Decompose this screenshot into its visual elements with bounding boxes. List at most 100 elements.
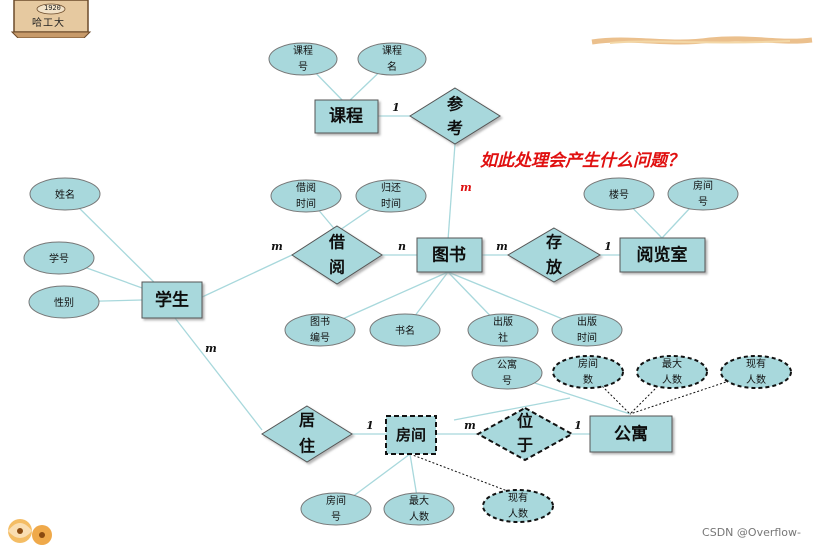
attribute-label-line1: 最大 <box>409 494 429 507</box>
attribute-apartment-no: 公寓 号 <box>471 356 543 390</box>
attribute-label-line1: 公寓 <box>497 358 517 371</box>
attribute-label-line1: 现有 <box>746 357 766 370</box>
attribute-label-line1: 最大 <box>662 357 682 370</box>
line-student-live <box>174 317 263 431</box>
attribute-label-line1: 姓名 <box>55 188 75 201</box>
entity-label: 课程 <box>329 107 363 127</box>
line-student-name <box>64 193 171 299</box>
attribute-room-current: 现有 人数 <box>482 489 554 523</box>
relationship-borrow: 借 阅 <box>291 225 383 285</box>
line-room-current <box>409 453 519 496</box>
line-student-borrow <box>199 254 293 299</box>
attribute-label-line1: 图书 <box>310 316 330 328</box>
attribute-label-line2: 数 <box>583 373 593 386</box>
attribute-pub-time: 出版 时间 <box>551 313 623 347</box>
attribute-label-line2: 时间 <box>577 331 597 344</box>
relationship-label-line2: 放 <box>545 258 563 277</box>
attribute-label-line2: 号 <box>298 61 308 73</box>
relationship-label-line2: 阅 <box>329 258 345 277</box>
entity-course: 课程 <box>314 99 379 134</box>
attribute-label-line1: 房间 <box>578 357 598 370</box>
cardinality-live-room: 1 <box>366 419 374 432</box>
attribute-room-no: 房间 号 <box>300 492 372 526</box>
relationship-label-line2: 住 <box>299 437 315 456</box>
relationship-label-line1: 位 <box>517 412 533 431</box>
cardinality-room-locate: m <box>464 419 476 432</box>
cardinality-store-readingroom: 1 <box>604 240 612 253</box>
relationship-label-line1: 存 <box>546 233 562 252</box>
attribute-room-no-readingroom: 房间 号 <box>667 177 739 211</box>
attribute-return-time: 归还 时间 <box>355 179 427 213</box>
attribute-student-no: 学号 <box>23 241 95 275</box>
attribute-label-line2: 社 <box>498 331 508 344</box>
attribute-label-line1: 课程 <box>293 45 313 57</box>
entity-label: 图书 <box>432 246 466 266</box>
logo-text: 哈工大 <box>32 18 65 29</box>
attribute-label-line1: 学号 <box>49 252 69 265</box>
entity-label: 房间 <box>396 426 426 444</box>
attribute-label-line2: 人数 <box>746 373 766 386</box>
attribute-publisher: 出版 社 <box>467 313 539 347</box>
attribute-apartment-current: 现有 人数 <box>720 355 792 389</box>
attribute-label-line1: 性别 <box>54 296 74 309</box>
entity-readingroom: 阅览室 <box>619 237 706 273</box>
watermark: CSDN @Overflow- <box>702 526 801 539</box>
relationship-label-line2: 于 <box>517 436 533 455</box>
attribute-course-no: 课程 号 <box>268 42 338 76</box>
attribute-label-line2: 人数 <box>662 373 682 386</box>
attribute-label-line1: 房间 <box>693 179 713 192</box>
relationship-label-line1: 借 <box>328 233 345 252</box>
cardinality-student-borrow: m <box>271 240 283 253</box>
decorative-flower <box>8 519 52 545</box>
attribute-label-line2: 编号 <box>310 331 330 344</box>
attribute-building-no: 楼号 <box>583 177 655 211</box>
entity-apartment: 公寓 <box>589 415 673 453</box>
logo-year: 1920 <box>44 4 61 12</box>
attribute-name: 姓名 <box>29 177 101 211</box>
cardinality-book-store: m <box>496 240 508 253</box>
entity-room: 房间 <box>385 415 437 455</box>
attribute-borrow-time: 借阅 时间 <box>270 179 342 213</box>
attribute-room-max: 最大 人数 <box>383 492 455 526</box>
attribute-label-line1: 出版 <box>493 315 513 328</box>
line-refer-book <box>447 143 456 241</box>
cardinality-locate-apartment: 1 <box>574 419 582 432</box>
university-logo: 1920 哈工大 <box>8 0 94 39</box>
attribute-label-line2: 时间 <box>296 197 316 210</box>
relationship-live: 居 住 <box>261 405 353 463</box>
entity-label: 公寓 <box>614 424 648 445</box>
relationship-locate: 位 于 <box>475 406 575 462</box>
attribute-label-line2: 名 <box>387 60 397 73</box>
attribute-gender: 性别 <box>28 285 100 319</box>
relationship-refer: 参 考 <box>409 87 501 145</box>
attribute-label-line1: 楼号 <box>609 188 629 201</box>
relationship-label-line2: 考 <box>447 119 463 138</box>
attribute-label-line1: 书名 <box>395 324 415 337</box>
attribute-label-line2: 号 <box>331 511 341 523</box>
logo-emblem <box>10 0 92 39</box>
cardinality-course-refer: 1 <box>392 101 400 114</box>
decorative-brush-stroke <box>591 36 813 45</box>
attribute-label-line1: 借阅 <box>296 181 316 194</box>
attribute-label-line2: 人数 <box>508 507 528 520</box>
relationship-store: 存 放 <box>507 227 601 283</box>
attribute-label-line2: 时间 <box>381 197 401 210</box>
attribute-label-line1: 归还 <box>381 181 401 194</box>
cardinality-student-live: m <box>205 342 217 355</box>
entity-book: 图书 <box>416 237 483 273</box>
attribute-course-name: 课程 名 <box>357 42 427 76</box>
attribute-label-line2: 号 <box>698 196 708 208</box>
attribute-apartment-max: 最大 人数 <box>636 355 708 389</box>
attribute-label-line2: 号 <box>502 375 512 387</box>
attribute-label-line2: 人数 <box>409 510 429 523</box>
attribute-label-line1: 现有 <box>508 491 528 504</box>
attribute-label-line1: 课程 <box>382 45 402 57</box>
line-locate-apartment-top <box>453 397 571 421</box>
attribute-apartment-room-count: 房间 数 <box>552 355 624 389</box>
entity-label: 阅览室 <box>637 245 688 266</box>
attribute-label-line1: 出版 <box>577 315 597 328</box>
attribute-book-name: 书名 <box>369 313 441 347</box>
cardinality-borrow-book: n <box>398 240 406 253</box>
question-annotation: 如此处理会产生什么问题？ <box>480 151 684 171</box>
